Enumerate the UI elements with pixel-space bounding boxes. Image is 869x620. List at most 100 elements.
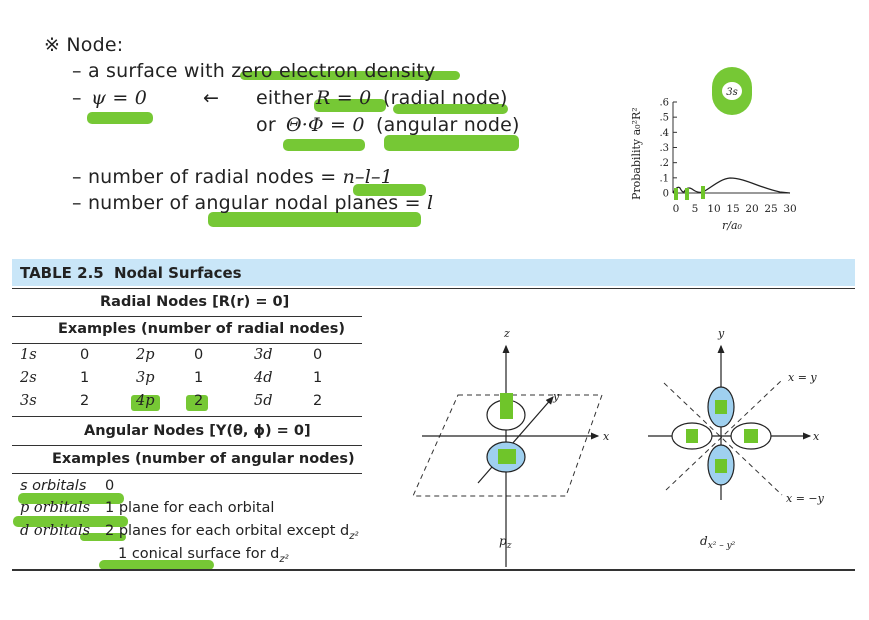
- plot-ytick-label: .5: [659, 113, 669, 124]
- notes-angular-count: – number of angular nodal planes = l: [72, 192, 433, 214]
- notes-radial-count-text: – number of radial nodes =: [72, 166, 343, 188]
- angular-row-d-label: d orbitals: [20, 523, 91, 539]
- angular-row-s-value: 0: [105, 478, 115, 494]
- highlight-d-orbitals-b: [80, 533, 126, 541]
- radial-count-cell: 2: [313, 393, 323, 409]
- table-header-band: [12, 259, 855, 286]
- plot-yticks: .6 .5 .4 .3 .2 .1 0: [659, 98, 677, 200]
- highlight-conical: [99, 560, 214, 570]
- pz-axis-x: x: [603, 430, 610, 443]
- radial-count-cell: 1: [313, 370, 323, 386]
- radial-orbital-cell: 5d: [254, 393, 273, 409]
- radial-orbital-cell: 1s: [20, 347, 37, 363]
- plot-ytick-label: .1: [659, 173, 669, 184]
- plot-xtick-label: 25: [764, 203, 777, 215]
- plot-ylabel: Probability a₀²R²: [630, 107, 643, 200]
- table-title: Nodal Surfaces: [114, 264, 242, 282]
- highlight-zero-density: [240, 71, 460, 80]
- angular-row-s: s orbitals: [20, 478, 86, 494]
- notes-line1-highlight: zero electron density: [231, 60, 436, 82]
- rule-table-bottom: [12, 569, 855, 571]
- angular-row-p-label: p orbitals: [20, 500, 91, 516]
- radial-count-cell: 1: [194, 370, 204, 386]
- pz-figure: z x y pz: [412, 327, 610, 567]
- dx2y2-figure: y x x = y x = −y dx² – y²: [648, 327, 825, 551]
- plot-ytick-label: .2: [659, 158, 669, 169]
- plot-xtick-label: 10: [707, 203, 720, 215]
- notes-or: or: [256, 114, 276, 136]
- highlight-4p: [131, 395, 160, 411]
- radial-heading: Radial Nodes [R(r) = 0]: [100, 294, 290, 310]
- rule-radial-rows-bottom: [12, 416, 362, 417]
- radial-orbital-cell: 3s: [20, 393, 37, 409]
- notes-radial-count-formula: n–l–1: [342, 166, 393, 188]
- highlight-radial-node: [393, 104, 508, 114]
- highlight-d-orbitals: [13, 516, 128, 527]
- notes-title: ※ Node:: [44, 34, 124, 56]
- highlight-angular-planes: [208, 212, 421, 227]
- plot-ytick-label: .6: [659, 98, 669, 109]
- plot-ytick-label: 0: [663, 189, 669, 200]
- radial-count-cell: 1: [80, 370, 90, 386]
- pz-axis-z: z: [503, 327, 510, 340]
- rule-radial-examples: [12, 343, 362, 344]
- notes-angular-node: (angular node): [376, 114, 520, 136]
- notes-either: either: [256, 87, 314, 109]
- plot-ytick-label: .3: [659, 143, 669, 154]
- dx2y2-line-xy: x = y: [788, 371, 817, 384]
- notes-line-zero-density: – a surface with zero electron density: [72, 60, 435, 82]
- plot-xtick-label: 0: [673, 203, 680, 215]
- notes-angular-count-formula: l: [426, 192, 434, 214]
- notes-radial-node: (radial node): [383, 87, 508, 109]
- highlight-p-orbitals: [18, 493, 124, 504]
- rule-angular-examples: [12, 473, 362, 474]
- highlight-n-l-1: [353, 184, 426, 196]
- notes-psi-eq: ψ = 0: [91, 87, 147, 109]
- radial-orbital-cell: 3p: [136, 370, 155, 386]
- radial-count-cell: 0: [80, 347, 90, 363]
- angular-heading: Angular Nodes [Y(θ, ϕ) = 0]: [84, 423, 311, 439]
- rule-radial-heading: [12, 316, 362, 317]
- plot-xtick-label: 15: [726, 203, 739, 215]
- angular-examples-heading: Examples (number of angular nodes): [52, 451, 355, 467]
- angular-row-s-label: s orbitals: [20, 478, 87, 494]
- plot-xtick-label: 20: [745, 203, 758, 215]
- dx2y2-axis-y: y: [717, 327, 725, 340]
- dx2y2-axis-x: x: [813, 430, 820, 443]
- highlight-3s-label: [712, 67, 752, 115]
- plot-ytick-label: .4: [659, 128, 669, 139]
- radial-count-cell: 0: [313, 347, 323, 363]
- radial-orbital-cell: 2s: [20, 370, 37, 386]
- radial-count-cell: 0: [194, 347, 204, 363]
- notes-line1-prefix: – a surface with: [72, 60, 232, 82]
- dx2y2-label: dx² – y²: [700, 534, 736, 551]
- notes-theta-phi: Θ·Φ = 0: [286, 114, 365, 136]
- notes-psi-dash: –: [72, 87, 82, 109]
- rule-header-bottom: [12, 288, 855, 289]
- angular-row-conical-value: 1 conical surface for dz²: [118, 546, 289, 565]
- notes-angular-count-text: – number of angular nodal planes =: [72, 192, 427, 214]
- highlight-psi: [87, 112, 153, 124]
- plot-xlabel: r/a₀: [722, 219, 743, 232]
- highlight-R-eq: [314, 99, 386, 112]
- plot-xtick-label: 30: [783, 203, 796, 215]
- pz-axis-y: y: [552, 390, 560, 403]
- highlight-angular-node: [384, 135, 519, 151]
- angular-row-d-value: 2 planes for each orbital except dz²: [105, 523, 359, 542]
- highlight-theta-phi: [283, 139, 365, 151]
- radial-orbital-cell: 4d: [254, 370, 273, 386]
- radial-count-cell: 2: [80, 393, 90, 409]
- table-number: TABLE 2.5: [20, 264, 104, 282]
- radial-examples-heading: Examples (number of radial nodes): [58, 321, 345, 337]
- radial-orbital-cell: 4p: [136, 393, 155, 409]
- plot-xtick-label: 5: [692, 203, 699, 215]
- dx2y2-line-xmy: x = −y: [786, 492, 825, 505]
- plot-3s-curve: [672, 177, 791, 194]
- highlight-4p-value: [186, 395, 208, 411]
- notes-R-eq: R = 0: [316, 87, 372, 109]
- arrow-left-icon: ←: [203, 87, 220, 109]
- radial-orbital-cell: 3d: [254, 347, 273, 363]
- angular-row-p-value: 1 plane for each orbital: [105, 500, 275, 516]
- pz-label: pz: [499, 534, 512, 551]
